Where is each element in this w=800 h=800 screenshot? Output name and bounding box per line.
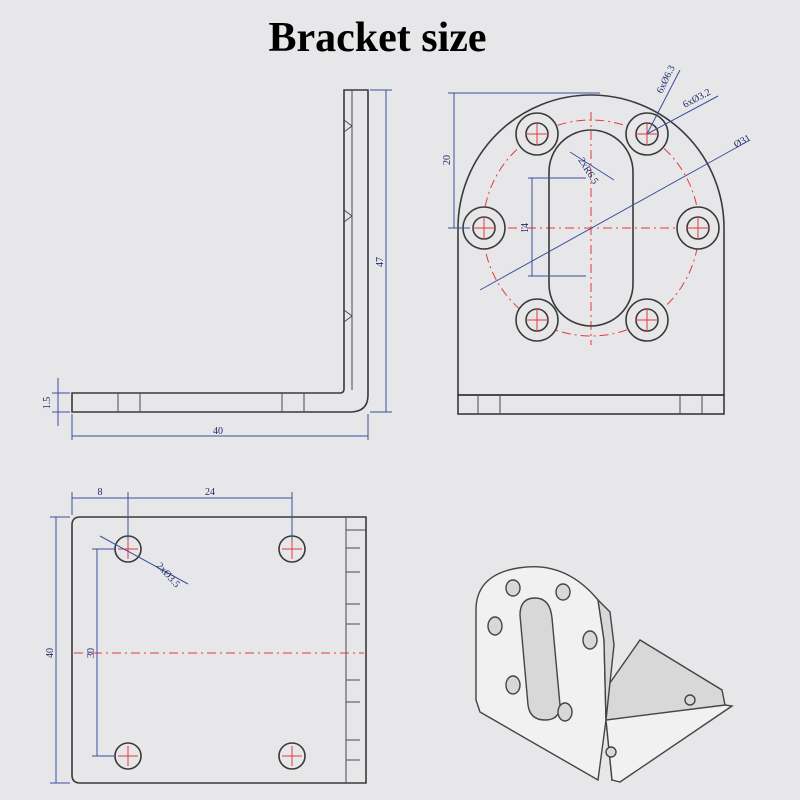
page-title: Bracket size xyxy=(268,15,487,61)
center-slot xyxy=(548,129,634,327)
dim-base-holes-label: 2xØ3.5 xyxy=(154,561,182,590)
side-view-profile xyxy=(71,89,369,413)
dim-pitch-y-label: 30 xyxy=(86,648,97,658)
dim-slot-radius-label: 2xR6.5 xyxy=(575,156,600,187)
front-base-flange xyxy=(457,394,725,415)
side-view: 47 40 1.5 xyxy=(42,89,392,440)
dim-thickness-label: 1.5 xyxy=(42,397,53,410)
front-plate-outline xyxy=(457,94,725,396)
dim-width-label: 40 xyxy=(45,648,56,658)
base-view: 8 24 2xØ3.5 40 30 xyxy=(45,487,367,784)
dim-edge-label: 8 xyxy=(98,487,103,498)
front-view: 20 14 2xR6.5 6xØ6.3 6xØ3.2 Ø31 xyxy=(442,64,753,415)
dim-pitch-x-label: 24 xyxy=(205,487,215,498)
dim-pitch-line xyxy=(479,139,751,291)
dim-holes-label: 6xØ6.3 xyxy=(655,64,678,96)
dim-height-label: 47 xyxy=(375,257,386,267)
dim-top-label: 20 xyxy=(442,155,453,165)
dim-pitch-label: Ø31 xyxy=(732,133,752,151)
base-plate-outline xyxy=(71,516,367,784)
isometric-view xyxy=(475,566,734,783)
dim-length-label: 40 xyxy=(213,426,223,437)
dim-slot-label: 14 xyxy=(520,223,531,233)
